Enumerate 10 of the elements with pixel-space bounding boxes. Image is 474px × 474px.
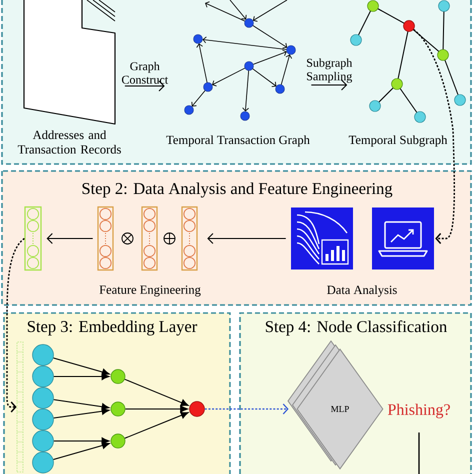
node-label: Data Analysis xyxy=(327,285,397,297)
node-label: Temporal Transaction Graph xyxy=(166,135,310,147)
node-label: Addresses and Transaction Records xyxy=(18,130,121,154)
panel-heading: Step 3: Embedding Layer xyxy=(28,320,198,336)
node-label: Temporal Subgraph xyxy=(348,135,448,147)
edge-label: Subgraph Sampling xyxy=(307,58,352,83)
edge-label: Graph Construct xyxy=(122,62,168,84)
node-label: Feature Engineering xyxy=(100,286,201,296)
panel-heading: Step 2: Data Analysis and Feature Engineering xyxy=(82,182,392,198)
panel-heading: Step 4: Node Classification xyxy=(266,320,447,336)
